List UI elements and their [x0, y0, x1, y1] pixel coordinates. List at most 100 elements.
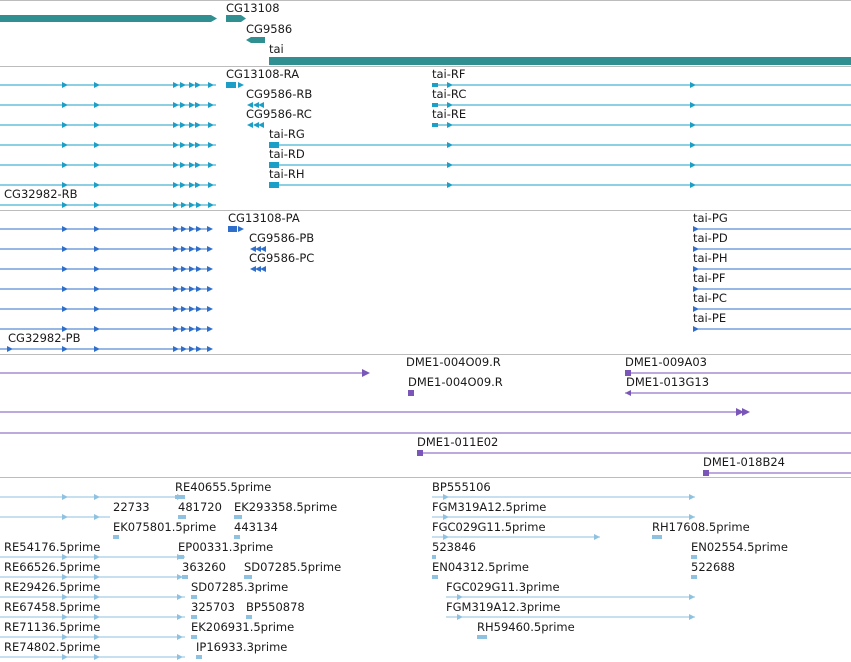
est-left-row[interactable]: [0, 634, 185, 640]
transcript-left-row[interactable]: [0, 162, 216, 168]
clone-row-412[interactable]: [0, 408, 750, 416]
est-right-row[interactable]: [446, 594, 695, 600]
est-left-row[interactable]: [0, 514, 110, 520]
est-left-row[interactable]: [0, 614, 185, 620]
est-label-group[interactable]: RH17608.5prime: [652, 520, 750, 534]
transcript-left-row[interactable]: [0, 182, 216, 188]
clone-DME1-011E02[interactable]: DME1-011E02: [417, 435, 851, 456]
est-block[interactable]: [182, 575, 188, 579]
clone-DME1-013G13[interactable]: DME1-013G13: [625, 375, 851, 396]
est-label-group[interactable]: 443134: [234, 520, 278, 534]
est-right-row[interactable]: [446, 614, 695, 620]
clone-DME1-004O09R-b[interactable]: DME1-004O09.R: [408, 375, 503, 396]
transcript-tai-RF[interactable]: tai-RF: [432, 67, 851, 88]
transcript-CG13108-RA[interactable]: CG13108-RA: [226, 67, 299, 88]
est-block[interactable]: [178, 555, 184, 559]
protein-left-row[interactable]: [0, 266, 213, 272]
transcript-left-row[interactable]: [0, 142, 216, 148]
est-block[interactable]: [691, 555, 697, 559]
est-left-row[interactable]: [0, 654, 185, 660]
clone-DME1-004O09R-a[interactable]: DME1-004O09.R: [406, 355, 501, 369]
est-label-group[interactable]: 523846: [432, 540, 476, 554]
protein-left-row[interactable]: [0, 286, 213, 292]
protein-CG9586-PB[interactable]: CG9586-PB: [249, 231, 314, 252]
est-label-group[interactable]: RH59460.5prime: [477, 620, 575, 634]
est-left-row[interactable]: [0, 574, 185, 580]
est-label-group[interactable]: EN04312.5prime: [432, 560, 529, 574]
protein-tai-PE[interactable]: tai-PE: [693, 311, 851, 332]
est-label-group[interactable]: EK206931.5prime: [191, 620, 294, 634]
est-label-group[interactable]: 22733: [113, 500, 150, 514]
est-label-group[interactable]: FGM319A12.5prime: [432, 500, 546, 514]
est-block[interactable]: [178, 515, 186, 519]
est-label-group[interactable]: FGC029G11.3prime: [446, 580, 560, 594]
est-label-group[interactable]: EN02554.5prime: [691, 540, 788, 554]
est-right-row[interactable]: [432, 534, 600, 540]
transcript-tai-RC[interactable]: tai-RC: [432, 87, 851, 108]
est-left-row[interactable]: [0, 494, 185, 500]
transcript-tai-RE[interactable]: tai-RE: [432, 107, 851, 128]
gene-feature-CG9586[interactable]: CG9586: [246, 22, 292, 43]
est-block[interactable]: [652, 535, 662, 539]
est-block[interactable]: [246, 615, 252, 619]
est-right-row[interactable]: [432, 494, 695, 500]
est-label-group[interactable]: RE67458.5prime: [4, 600, 100, 614]
transcript-left-row[interactable]: [0, 82, 216, 88]
protein-tai-PF[interactable]: tai-PF: [693, 271, 851, 292]
gene-feature-tai[interactable]: tai: [269, 42, 851, 65]
protein-left-row[interactable]: [0, 326, 213, 332]
protein-left-row[interactable]: [0, 226, 213, 232]
clone-DME1-009A03[interactable]: DME1-009A03: [625, 355, 851, 376]
est-block[interactable]: [432, 575, 438, 579]
protein-tai-PH[interactable]: tai-PH: [693, 251, 851, 272]
protein-CG9586-PC[interactable]: CG9586-PC: [249, 251, 314, 272]
est-label-group[interactable]: EK075801.5prime: [113, 520, 216, 534]
protein-left-row[interactable]: [0, 246, 213, 252]
est-label-group[interactable]: 481720: [178, 500, 222, 514]
est-block[interactable]: [191, 635, 197, 639]
est-block[interactable]: [244, 575, 252, 579]
est-label-group[interactable]: RE54176.5prime: [4, 540, 100, 554]
est-block[interactable]: [234, 515, 242, 519]
est-block[interactable]: [477, 635, 487, 639]
est-label-group[interactable]: BP550878: [246, 600, 305, 614]
est-block[interactable]: [191, 615, 197, 619]
est-label-group[interactable]: FGM319A12.3prime: [446, 600, 560, 614]
transcript-CG32982-RB[interactable]: CG32982-RB: [0, 187, 216, 208]
transcript-tai-RH[interactable]: tai-RH: [269, 167, 851, 188]
protein-tai-PC[interactable]: tai-PC: [693, 291, 851, 312]
est-block[interactable]: [113, 535, 119, 539]
clone-DME1-018B24[interactable]: DME1-018B24: [703, 455, 851, 476]
transcript-left-row[interactable]: [0, 102, 216, 108]
est-label-group[interactable]: RE74802.5prime: [4, 640, 100, 654]
clone-left-long[interactable]: [0, 369, 370, 377]
est-label-group[interactable]: RE40655.5prime: [175, 480, 271, 494]
est-label-group[interactable]: BP555106: [432, 480, 491, 494]
est-label-group[interactable]: SD07285.3prime: [191, 580, 288, 594]
est-label-group[interactable]: EP00331.3prime: [178, 540, 273, 554]
est-block[interactable]: [234, 535, 240, 539]
est-block[interactable]: [432, 555, 436, 559]
transcript-tai-RD[interactable]: tai-RD: [269, 147, 851, 168]
est-label-group[interactable]: SD07285.5prime: [244, 560, 341, 574]
protein-tai-PD[interactable]: tai-PD: [693, 231, 851, 252]
protein-CG32982-PB[interactable]: CG32982-PB: [0, 331, 213, 352]
est-right-row[interactable]: [432, 514, 695, 520]
est-left-row[interactable]: [0, 594, 185, 600]
est-label-group[interactable]: FGC029G11.5prime: [432, 520, 546, 534]
protein-left-row[interactable]: [0, 306, 213, 312]
protein-CG13108-PA[interactable]: CG13108-PA: [228, 211, 300, 232]
est-label-group[interactable]: 363260: [182, 560, 226, 574]
transcript-CG9586-RC[interactable]: CG9586-RC: [246, 107, 312, 128]
est-block[interactable]: [196, 655, 202, 659]
transcript-CG9586-RB[interactable]: CG9586-RB: [246, 87, 312, 108]
est-label-group[interactable]: 522688: [691, 560, 735, 574]
est-label-group[interactable]: RE29426.5prime: [4, 580, 100, 594]
est-block[interactable]: [691, 575, 697, 579]
transcript-tai-RG[interactable]: tai-RG: [269, 127, 851, 148]
gene-feature-CG13108[interactable]: CG13108: [0, 1, 280, 22]
est-label-group[interactable]: RE71136.5prime: [4, 620, 100, 634]
est-block[interactable]: [191, 595, 197, 599]
est-label-group[interactable]: RE66526.5prime: [4, 560, 100, 574]
est-label-group[interactable]: IP16933.3prime: [196, 640, 287, 654]
